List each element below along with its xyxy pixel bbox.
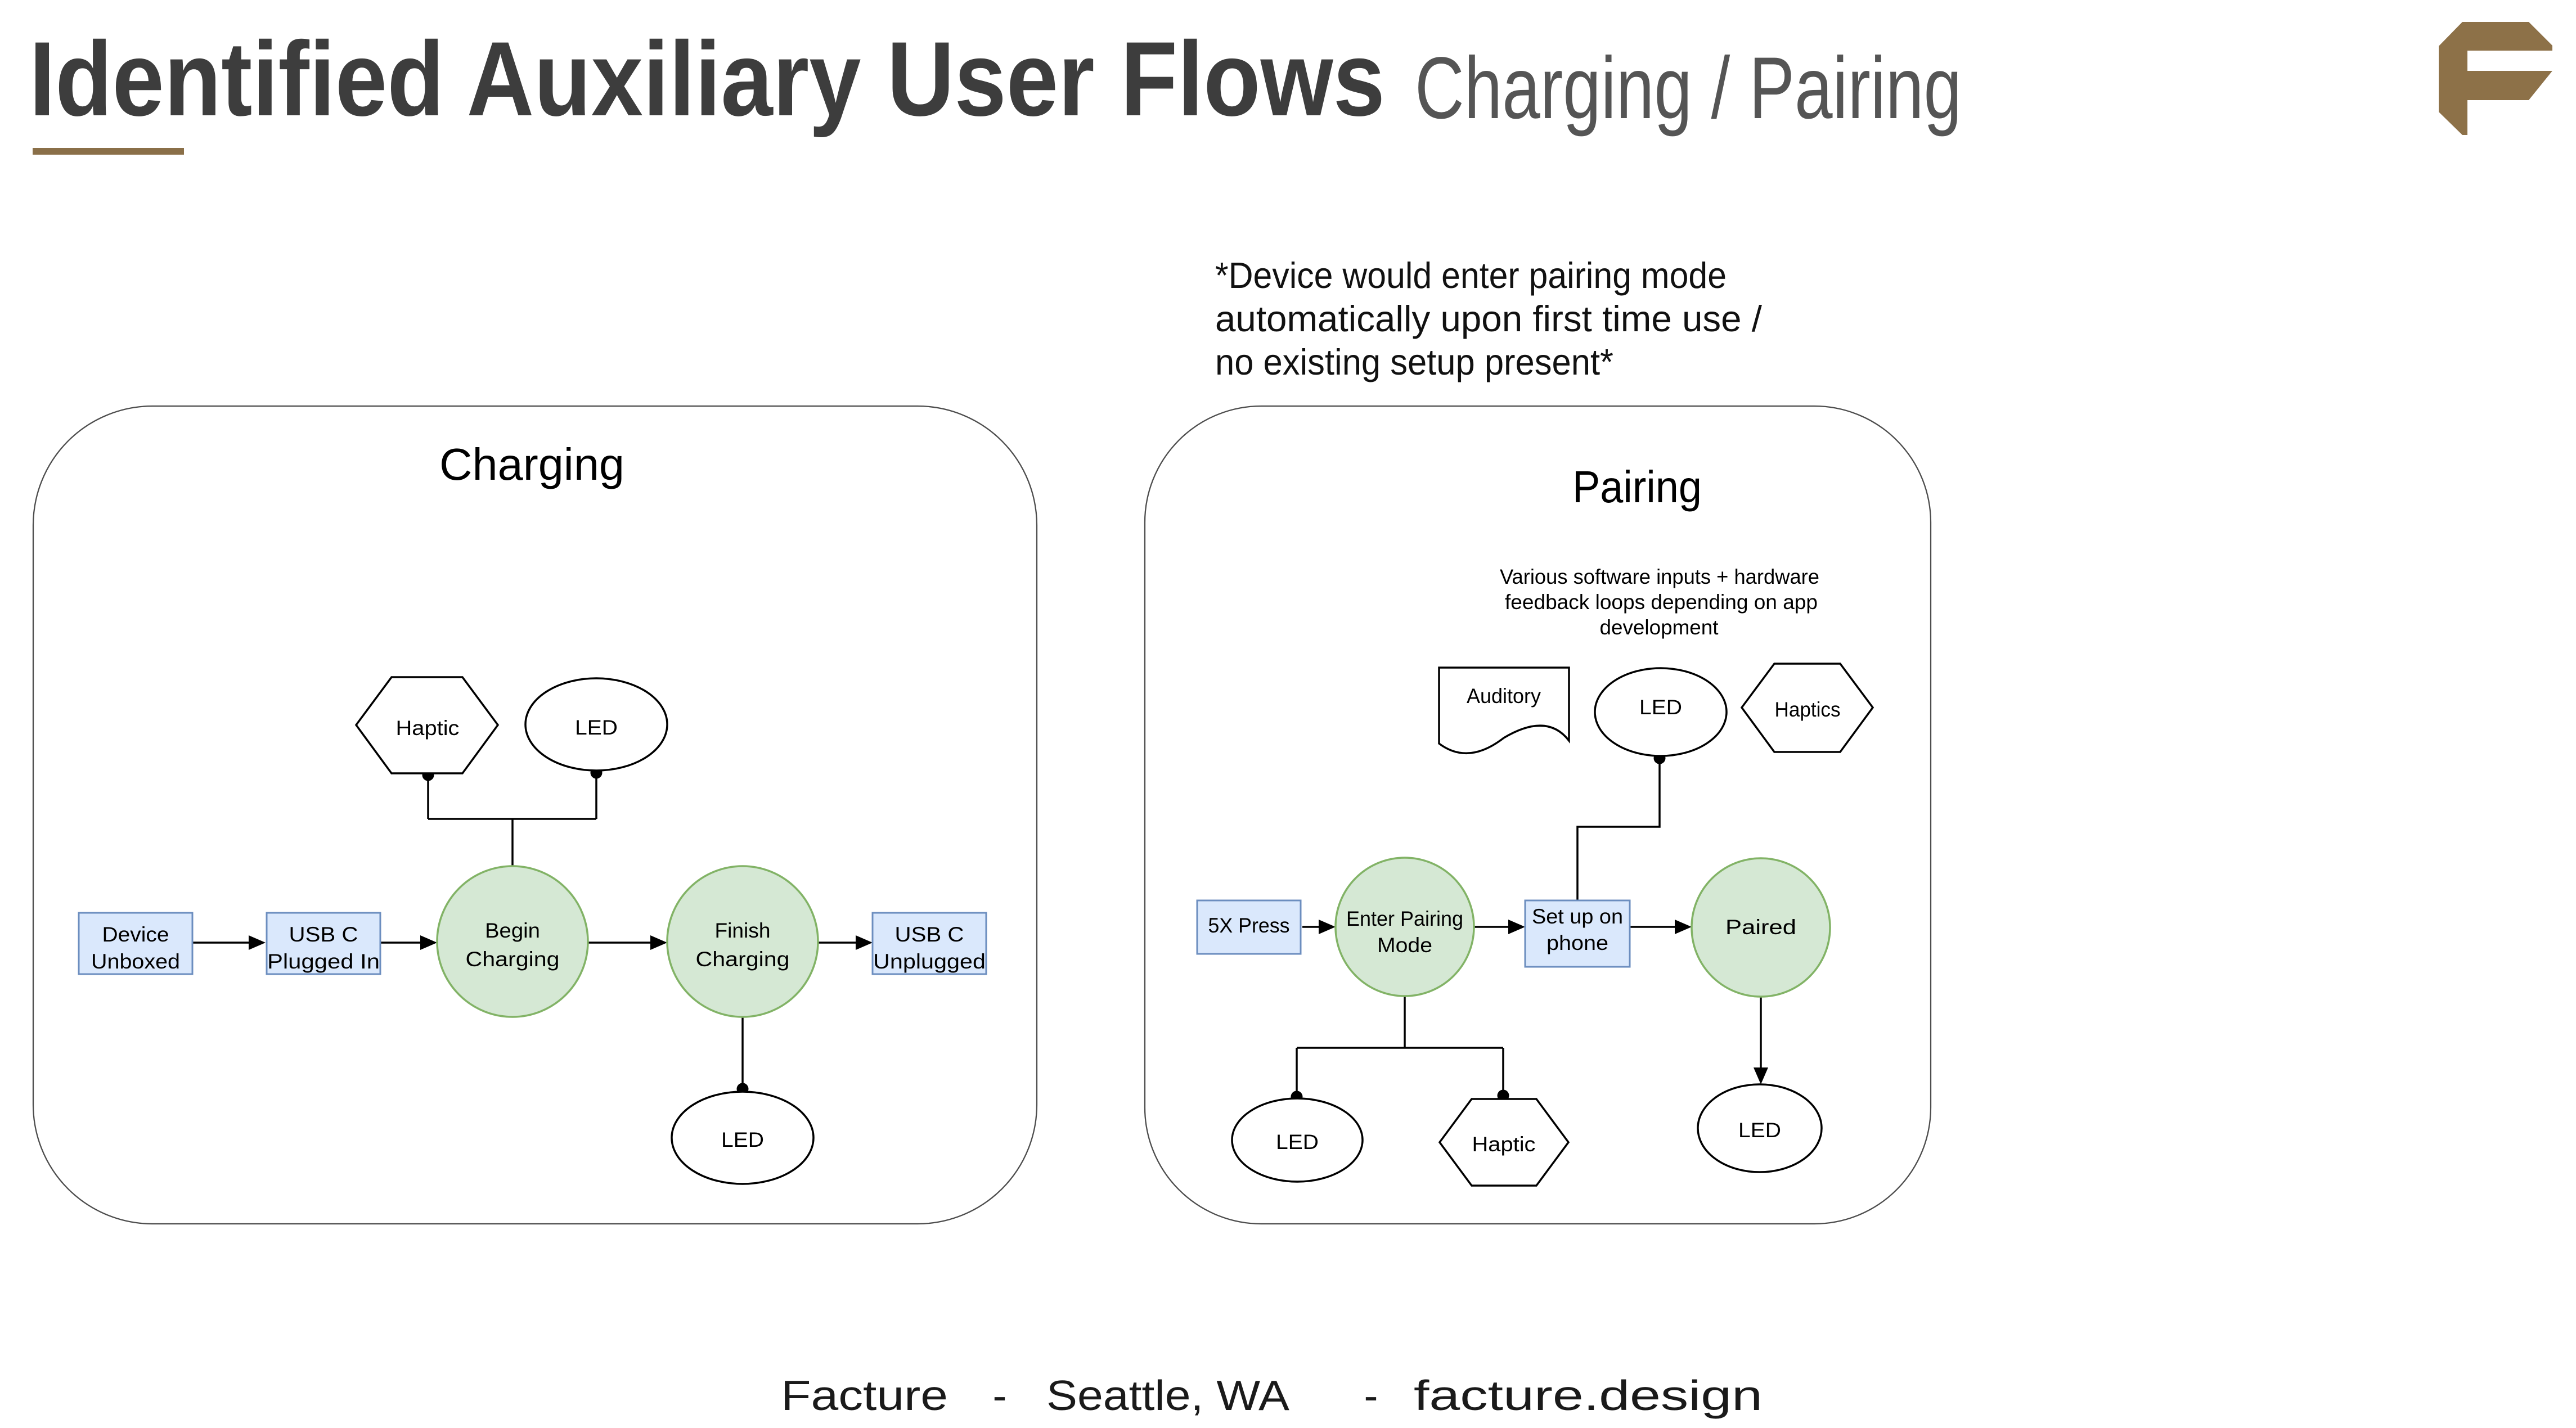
svg-text:Mode: Mode (1377, 934, 1432, 957)
svg-text:Plugged In: Plugged In (267, 950, 380, 973)
svg-text:Charging / Pairing: Charging / Pairing (1415, 39, 1962, 137)
svg-text:development: development (1600, 616, 1719, 639)
svg-text:-: - (1364, 1372, 1378, 1419)
svg-text:Finish: Finish (715, 919, 771, 942)
svg-text:Various software inputs + hard: Various software inputs + hardware (1500, 565, 1819, 588)
svg-text:Identified Auxiliary User Flow: Identified Auxiliary User Flows (29, 20, 1385, 138)
svg-text:Unboxed: Unboxed (91, 950, 180, 973)
svg-text:LED: LED (1738, 1119, 1781, 1142)
svg-text:LED: LED (575, 716, 618, 739)
svg-text:automatically upon first time: automatically upon first time use / (1215, 298, 1763, 339)
svg-text:facture.design: facture.design (1414, 1372, 1763, 1419)
svg-text:phone: phone (1547, 931, 1608, 954)
svg-text:Enter Pairing: Enter Pairing (1346, 907, 1463, 930)
svg-text:Charging: Charging (439, 439, 624, 489)
svg-text:LED: LED (1639, 696, 1682, 719)
svg-text:Unplugged: Unplugged (873, 950, 986, 973)
svg-text:Device: Device (102, 923, 169, 946)
svg-text:Charging: Charging (466, 948, 560, 971)
svg-text:LED: LED (721, 1128, 764, 1151)
svg-text:Haptics: Haptics (1775, 698, 1841, 721)
svg-text:feedback loops depending on ap: feedback loops depending on app (1505, 591, 1818, 614)
svg-text:*Device would enter pairing mo: *Device would enter pairing mode (1215, 255, 1727, 296)
svg-text:Facture: Facture (781, 1372, 948, 1419)
svg-text:5X Press: 5X Press (1208, 914, 1290, 937)
svg-text:no existing setup present*: no existing setup present* (1215, 341, 1613, 382)
svg-text:Begin: Begin (485, 919, 540, 942)
svg-text:Paired: Paired (1725, 916, 1796, 939)
svg-text:-: - (993, 1372, 1007, 1419)
svg-text:Set up on: Set up on (1532, 905, 1623, 928)
svg-text:Auditory: Auditory (1467, 684, 1541, 708)
svg-text:LED: LED (1276, 1130, 1319, 1154)
svg-text:Seattle, WA: Seattle, WA (1046, 1372, 1289, 1419)
svg-text:Haptic: Haptic (396, 717, 460, 740)
svg-text:USB C: USB C (289, 923, 358, 946)
svg-text:USB C: USB C (895, 923, 964, 946)
svg-text:Charging: Charging (696, 948, 790, 971)
svg-text:Pairing: Pairing (1572, 462, 1702, 512)
svg-text:Haptic: Haptic (1472, 1133, 1536, 1156)
